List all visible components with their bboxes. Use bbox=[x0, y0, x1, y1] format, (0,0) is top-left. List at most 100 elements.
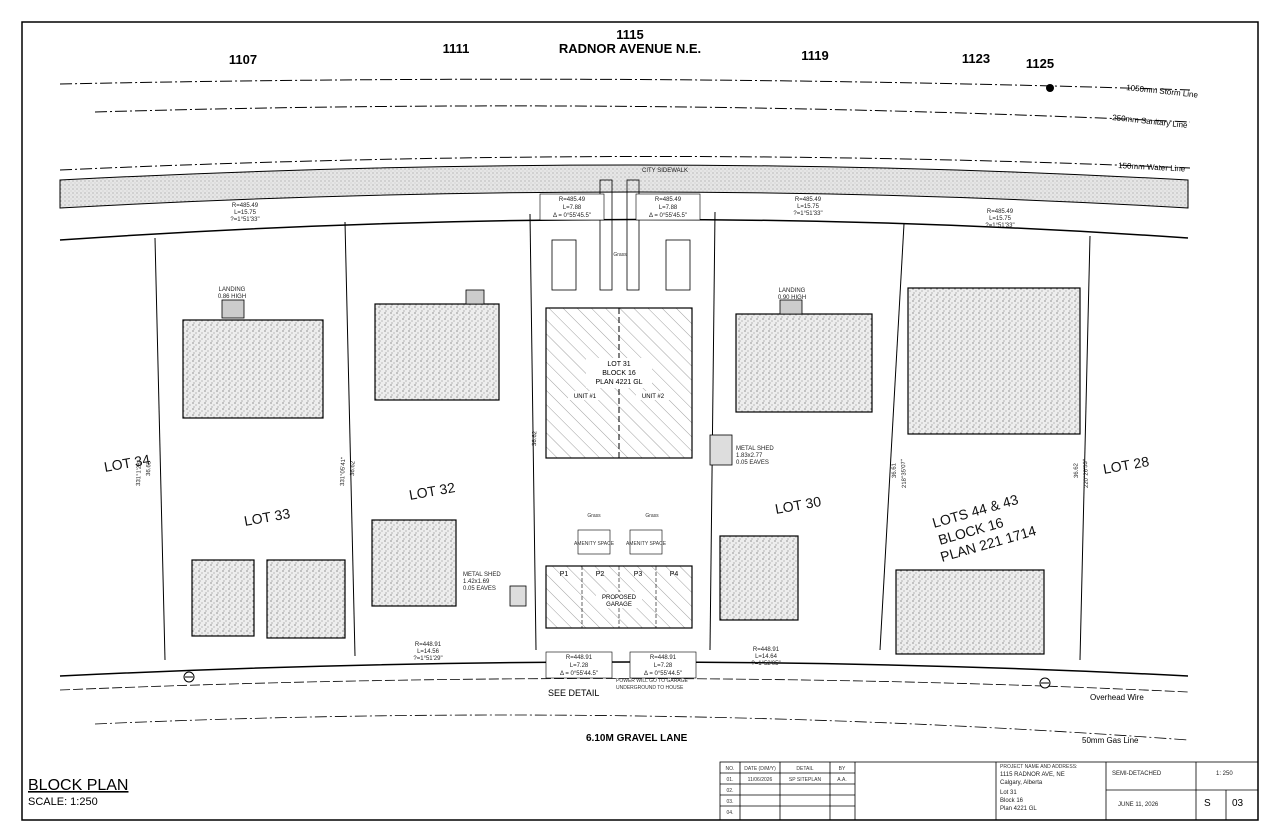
dim-lot32-length: 36.62 bbox=[350, 460, 357, 476]
front-curve-2-l: L=7.88 bbox=[563, 205, 582, 211]
walkway-unit2 bbox=[626, 179, 640, 291]
front-curve-3-r: R=485.49 bbox=[655, 197, 682, 203]
hydrant-marker bbox=[1046, 84, 1054, 92]
neighbor-number-1107: 1107 bbox=[229, 52, 257, 67]
tb-project-label: PROJECT NAME AND ADDRESS: bbox=[1000, 764, 1077, 770]
garage-label-line-1: PROPOSED bbox=[602, 595, 637, 601]
lot30-label: LOT 30 bbox=[774, 493, 823, 517]
metal-shed-1-line-1: METAL SHED bbox=[736, 446, 774, 452]
block-plan-scale: SCALE: 1:250 bbox=[28, 796, 98, 808]
front-curve-5-r: R=485.49 bbox=[987, 209, 1014, 215]
tb-row3-no: 03. bbox=[727, 799, 734, 805]
lot34-label: LOT 34 bbox=[103, 451, 152, 475]
garage-lot32 bbox=[371, 519, 457, 607]
front-curve-1: R=485.49 L=15.75 ?=1°51'33" bbox=[230, 203, 259, 223]
front-curve-1-d: ?=1°51'33" bbox=[230, 217, 259, 223]
gas-line-label: 50mm Gas Line bbox=[1082, 736, 1139, 745]
landing-lot30 bbox=[779, 299, 803, 315]
stall-p2: P2 bbox=[596, 571, 605, 578]
rear-curve-3: R=448.91 L=7.28 Δ = 0°55'44.5" bbox=[629, 651, 697, 679]
front-curve-5: R=485.49 L=15.75 ?=1°51'33" bbox=[985, 209, 1014, 229]
landing-height-1: 0.86 HIGH bbox=[218, 294, 246, 300]
subject-lot-line-1: LOT 31 bbox=[607, 361, 630, 368]
rear-curve-4: R=448.91 L=14.64 ?=1°52'05" bbox=[751, 647, 780, 667]
dwelling-lot30 bbox=[735, 313, 873, 413]
tb-scale-value: 1: 250 bbox=[1216, 771, 1233, 777]
dim-lot28-angle: 220°26'53" bbox=[1083, 459, 1090, 488]
lot28-label: LOT 28 bbox=[1102, 453, 1151, 477]
front-curve-4-r: R=485.49 bbox=[795, 197, 822, 203]
neighbor-number-1119: 1119 bbox=[801, 48, 829, 63]
landing-label-2: LANDING bbox=[779, 288, 806, 294]
subject-lot-label-bg bbox=[586, 358, 652, 388]
unit1-label: UNIT #1 bbox=[574, 394, 597, 400]
unit2-label-bg bbox=[636, 391, 670, 400]
overhead-wire-label: Overhead Wire bbox=[1090, 693, 1144, 702]
front-curve-4: R=485.49 L=15.75 ?=1°51'33" bbox=[793, 197, 822, 217]
amenity-label-1: AMENITY SPACE bbox=[574, 541, 615, 547]
front-property-line bbox=[59, 218, 1189, 241]
tb-row4-no: 04. bbox=[727, 810, 734, 816]
see-detail-label: SEE DETAIL bbox=[548, 688, 599, 698]
rear-curve-4-d: ?=1°52'05" bbox=[751, 661, 780, 667]
metal-shed-1-line-2: 1.83x2.77 bbox=[736, 453, 763, 459]
rear-curve-4-l: L=14.64 bbox=[755, 654, 778, 660]
tb-row1-detail: SP SITEPLAN bbox=[789, 777, 822, 783]
front-curve-4-d: ?=1°51'33" bbox=[793, 211, 822, 217]
front-curve-2-d: Δ = 0°55'45.5" bbox=[553, 213, 591, 219]
garage-label-line-2: GARAGE bbox=[606, 602, 632, 608]
dim-lot34-angle: 331°1'28" bbox=[136, 460, 143, 486]
power-note-line-2: UNDERGROUND TO HOUSE bbox=[616, 685, 684, 691]
stall-p3: P3 bbox=[634, 571, 643, 578]
tb-address-2: Calgary, Alberta bbox=[1000, 780, 1043, 786]
front-curve-5-l: L=15.75 bbox=[989, 216, 1012, 222]
landing-lot32 bbox=[465, 289, 485, 305]
lot33-label: LOT 33 bbox=[243, 505, 292, 529]
amenity-space-2 bbox=[629, 529, 663, 555]
rear-property-line bbox=[59, 661, 1189, 677]
rear-curve-1-r: R=448.91 bbox=[415, 642, 442, 648]
rear-curve-4-r: R=448.91 bbox=[753, 647, 780, 653]
tb-header-no: NO. bbox=[726, 766, 735, 772]
walkway-unit1 bbox=[599, 179, 613, 291]
stall-p4: P4 bbox=[670, 571, 679, 578]
tb-header-detail: DETAIL bbox=[796, 766, 813, 772]
garage-lot34 bbox=[191, 559, 255, 637]
water-line-label: 150mm Water Line bbox=[1118, 161, 1186, 174]
rear-curve-1: R=448.91 L=14.56 ?=1°51'29" bbox=[413, 642, 442, 662]
tb-sheet-number: 03 bbox=[1232, 798, 1244, 809]
landing-lot34 bbox=[221, 299, 245, 319]
sheet-border bbox=[21, 21, 1259, 821]
metal-shed-1-line-3: 0.05 EAVES bbox=[736, 460, 769, 466]
front-walk-unit2 bbox=[665, 239, 691, 291]
overhead-wire bbox=[59, 678, 1189, 693]
front-curve-3: R=485.49 L=7.88 Δ = 0°55'45.5" bbox=[635, 193, 701, 221]
amenity-label-2: AMENITY SPACE bbox=[626, 541, 667, 547]
landing-label-1: LANDING bbox=[219, 287, 246, 293]
lot32-label: LOT 32 bbox=[408, 479, 457, 503]
metal-shed-2-line-3: 0.05 EAVES bbox=[463, 586, 496, 592]
water-line bbox=[59, 155, 1191, 171]
dim-lot28-length: 36.62 bbox=[1073, 462, 1080, 478]
tb-row1-by: A.A. bbox=[837, 777, 846, 783]
rear-curve-3-l: L=7.28 bbox=[654, 663, 673, 669]
unit2-label: UNIT #2 bbox=[642, 394, 665, 400]
neighbor-number-1125: 1125 bbox=[1026, 56, 1054, 71]
tb-row2-no: 02. bbox=[727, 788, 734, 794]
tb-address-1: 1115 RADNOR AVE, NE bbox=[1000, 772, 1065, 778]
rear-curve-2-d: Δ = 0°55'44.5" bbox=[560, 671, 598, 677]
block-plan-title: BLOCK PLAN bbox=[28, 777, 128, 794]
storm-line bbox=[59, 78, 1191, 91]
stall-p1: P1 bbox=[560, 571, 569, 578]
rear-curve-2: R=448.91 L=7.28 Δ = 0°55'44.5" bbox=[545, 651, 613, 679]
landing-height-2: 0.90 HIGH bbox=[778, 295, 806, 301]
front-curve-3-l: L=7.88 bbox=[659, 205, 678, 211]
dim-lot34-length: 36.63 bbox=[146, 460, 153, 476]
amenity-space-1 bbox=[577, 529, 611, 555]
metal-shed-2-line-2: 1.42x1.69 bbox=[463, 579, 490, 585]
rear-curve-3-r: R=448.91 bbox=[650, 655, 677, 661]
garage-lot30 bbox=[719, 535, 799, 621]
tb-address-3: Lot 31 bbox=[1000, 790, 1017, 796]
sanitary-line-label: 250mm Sanitary Line bbox=[1112, 113, 1189, 130]
dwelling-lot32 bbox=[374, 303, 500, 401]
